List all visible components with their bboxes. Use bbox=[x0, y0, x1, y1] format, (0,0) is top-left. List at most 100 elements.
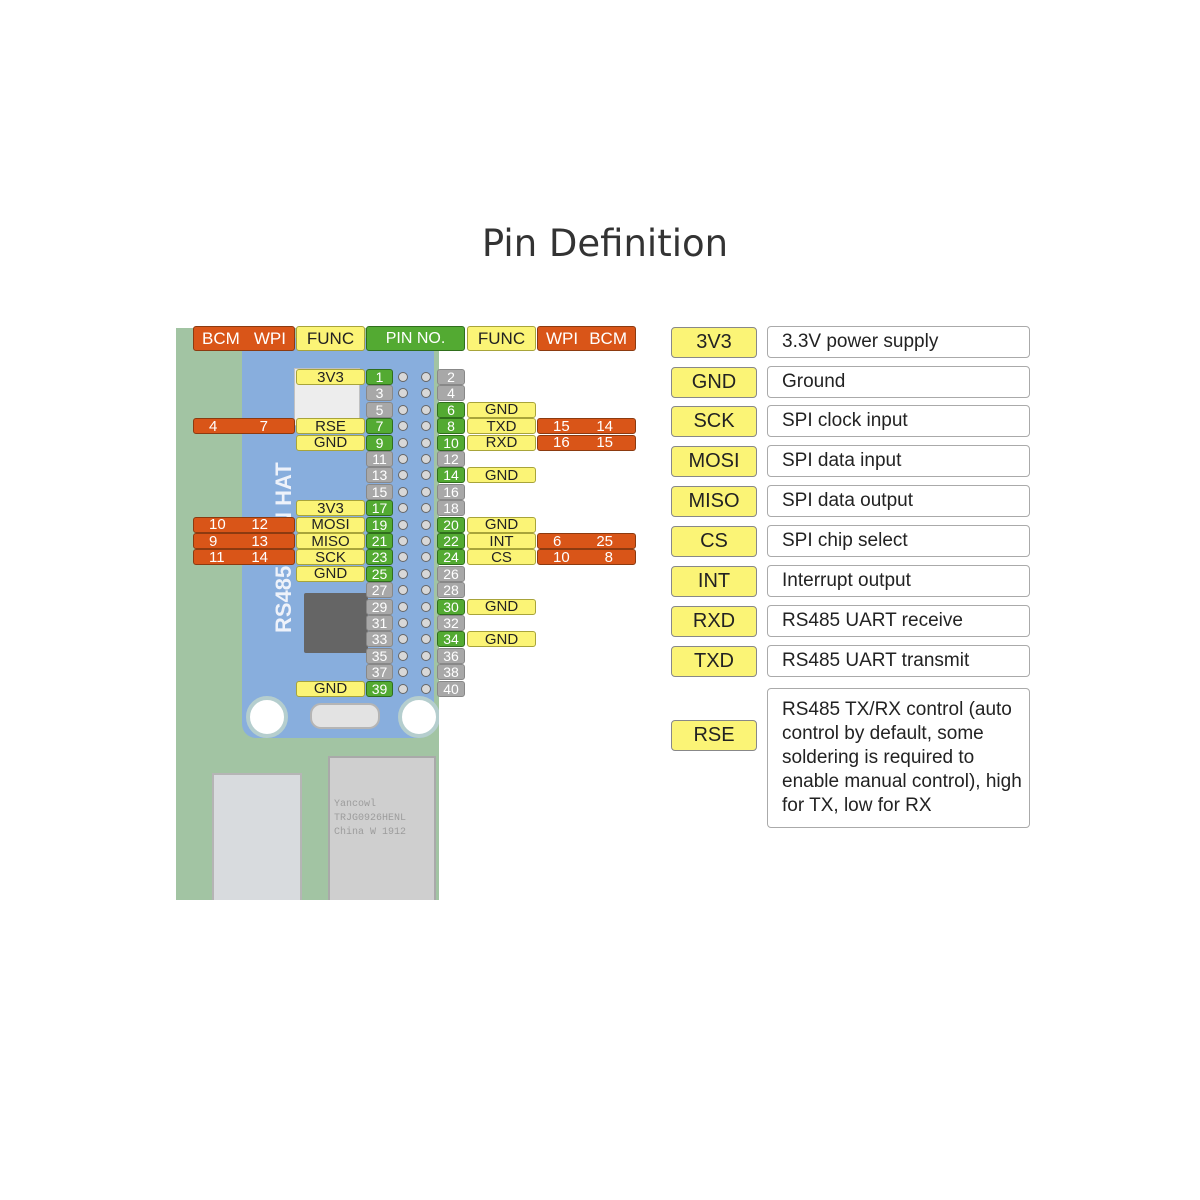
pin-func: RXD bbox=[467, 434, 536, 451]
pin-pad bbox=[421, 585, 431, 596]
pin-number: 8 bbox=[437, 418, 465, 435]
legend-description: RS485 UART receive bbox=[767, 605, 1030, 637]
pin-pad bbox=[421, 519, 431, 530]
pin-func: MISO bbox=[296, 533, 365, 549]
pin-number: 14 bbox=[437, 467, 465, 484]
pin-pad bbox=[421, 667, 431, 678]
header-bcm-left: BCM bbox=[202, 329, 240, 348]
legend-description: SPI clock input bbox=[767, 405, 1030, 437]
pin-bcm: 4 bbox=[209, 417, 218, 435]
pin-number: 20 bbox=[437, 516, 465, 533]
pin-pad bbox=[398, 536, 408, 546]
pin-bcm: 15 bbox=[596, 434, 613, 452]
pin-func: 3V3 bbox=[296, 500, 365, 517]
pin-pad bbox=[398, 601, 408, 612]
pin-number: 18 bbox=[437, 500, 465, 517]
pin-number: 16 bbox=[437, 483, 465, 500]
pin-number: 15 bbox=[366, 483, 393, 500]
pin-pad bbox=[421, 388, 431, 399]
pin-bcm: 9 bbox=[209, 532, 218, 550]
pin-bcm: 8 bbox=[604, 548, 613, 566]
pin-pad bbox=[398, 618, 408, 628]
header-func-right: FUNC bbox=[467, 326, 536, 351]
pin-func: GND bbox=[467, 516, 536, 533]
pin-number: 5 bbox=[366, 401, 393, 418]
pin-wpi: 7 bbox=[259, 417, 268, 435]
pin-pad bbox=[398, 486, 408, 497]
legend-label: GND bbox=[671, 367, 757, 398]
pin-func: GND bbox=[467, 467, 536, 484]
pin-pad bbox=[398, 421, 408, 432]
pin-func: GND bbox=[296, 434, 365, 451]
transceiver-chip bbox=[304, 593, 368, 653]
page-title: Pin Definition bbox=[481, 222, 729, 265]
legend-description: Ground bbox=[767, 366, 1030, 398]
pin-number: 27 bbox=[366, 582, 393, 599]
pin-bcm: 10 bbox=[209, 516, 226, 534]
pin-bcm: 11 bbox=[209, 548, 225, 566]
pin-wpi: 15 bbox=[553, 417, 570, 435]
pin-number: 30 bbox=[437, 598, 465, 615]
pin-number: 11 bbox=[366, 451, 393, 467]
pin-func: GND bbox=[467, 598, 536, 615]
pin-func: TXD bbox=[467, 418, 536, 435]
pin-number: 3 bbox=[366, 385, 393, 402]
pin-number: 9 bbox=[366, 434, 393, 451]
legend-label: MOSI bbox=[671, 446, 757, 477]
pin-number: 22 bbox=[437, 533, 465, 549]
pin-number: 38 bbox=[437, 664, 465, 681]
pin-pad bbox=[398, 519, 408, 530]
pin-pad bbox=[398, 568, 408, 579]
pin-number: 31 bbox=[366, 615, 393, 631]
pin-pad bbox=[398, 454, 408, 464]
pin-number: 28 bbox=[437, 582, 465, 599]
pin-number: 17 bbox=[366, 500, 393, 517]
pin-number: 13 bbox=[366, 467, 393, 484]
crystal bbox=[310, 703, 380, 729]
pin-number: 2 bbox=[437, 369, 465, 385]
pin-wpi: 12 bbox=[251, 516, 268, 534]
legend-label: CS bbox=[671, 526, 757, 557]
pin-number: 4 bbox=[437, 385, 465, 402]
pin-pad bbox=[398, 470, 408, 481]
usb-port bbox=[212, 773, 302, 900]
legend-label: INT bbox=[671, 566, 757, 597]
legend-description: SPI chip select bbox=[767, 525, 1030, 557]
pin-pad bbox=[421, 601, 431, 612]
legend-description: Interrupt output bbox=[767, 565, 1030, 597]
legend-label: TXD bbox=[671, 646, 757, 677]
pin-pad bbox=[421, 437, 431, 448]
pin-wpi: 6 bbox=[553, 532, 562, 550]
pin-bcm: 25 bbox=[596, 532, 613, 550]
pin-pad bbox=[398, 552, 408, 563]
pin-pad bbox=[398, 634, 408, 645]
legend-description: RS485 UART transmit bbox=[767, 645, 1030, 677]
pin-number: 7 bbox=[366, 418, 393, 435]
pin-pad bbox=[421, 536, 431, 546]
mount-hole-left bbox=[246, 696, 288, 738]
pin-gpio-numbers: 10 12 bbox=[193, 516, 295, 534]
pin-pad bbox=[421, 503, 431, 514]
pin-number: 40 bbox=[437, 680, 465, 697]
pin-pad bbox=[398, 388, 408, 399]
pin-number: 1 bbox=[366, 369, 393, 385]
pin-number: 36 bbox=[437, 647, 465, 664]
pin-func: GND bbox=[467, 401, 536, 418]
pin-pad bbox=[421, 634, 431, 645]
pin-pad bbox=[398, 585, 408, 596]
legend-label: RSE bbox=[671, 720, 757, 751]
pin-number: 34 bbox=[437, 631, 465, 648]
pin-pad bbox=[398, 437, 408, 448]
pin-pad bbox=[421, 568, 431, 579]
pin-func: 3V3 bbox=[296, 369, 365, 385]
pin-func: CS bbox=[467, 549, 536, 566]
pin-pad bbox=[421, 470, 431, 481]
pin-pad bbox=[398, 404, 408, 415]
pin-number: 39 bbox=[366, 680, 393, 697]
pin-wpi: 10 bbox=[553, 548, 570, 566]
